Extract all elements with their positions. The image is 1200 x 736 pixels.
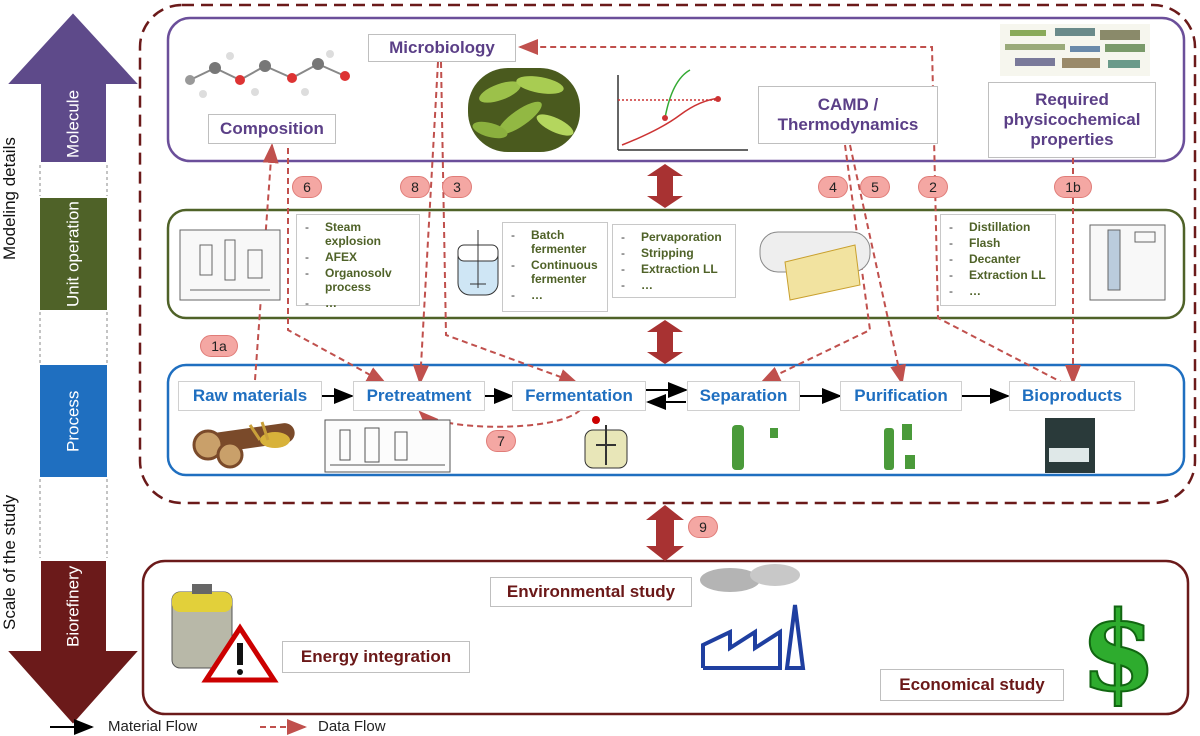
raw-materials-image bbox=[192, 421, 295, 469]
badge-1b: 1b bbox=[1054, 176, 1092, 198]
list-item: … bbox=[303, 296, 413, 310]
list-item: Extraction LL bbox=[947, 268, 1049, 282]
step-raw-materials: Raw materials bbox=[178, 381, 322, 411]
list-item: Batch fermenter bbox=[509, 228, 601, 256]
step-bioproducts: Bioproducts bbox=[1009, 381, 1135, 411]
svg-text:$: $ bbox=[1080, 587, 1157, 716]
word-cloud-image bbox=[1000, 24, 1150, 76]
badge-5: 5 bbox=[860, 176, 890, 198]
badge-4: 4 bbox=[818, 176, 848, 198]
distillation-schematic bbox=[1089, 224, 1166, 301]
legend-data-flow: Data Flow bbox=[318, 718, 386, 735]
scope-frame bbox=[138, 3, 1197, 505]
factory-image bbox=[700, 564, 806, 670]
axis-scale-of-study: Scale of the study bbox=[0, 494, 19, 630]
list-item: Flash bbox=[947, 236, 1049, 250]
badge-9: 9 bbox=[688, 516, 718, 538]
list-item: … bbox=[947, 284, 1049, 298]
axis-modeling-details: Modeling details bbox=[0, 137, 19, 260]
level-biorefinery: Biorefinery bbox=[63, 565, 83, 647]
list-item: Organosolv process bbox=[303, 266, 413, 294]
economical-study-label: Economical study bbox=[880, 669, 1064, 701]
list-item: … bbox=[509, 288, 601, 302]
list-item: Pervaporation bbox=[619, 230, 729, 244]
membrane-module bbox=[759, 231, 871, 301]
left-axis bbox=[3, 10, 143, 727]
level-molecule: Molecule bbox=[63, 89, 83, 159]
badge-6: 6 bbox=[292, 176, 322, 198]
phase-diagram bbox=[617, 69, 748, 151]
fermenter-drawing bbox=[457, 230, 499, 296]
bacteria-image bbox=[468, 68, 580, 152]
legend-material-flow: Material Flow bbox=[108, 718, 198, 735]
battery-warning-image bbox=[171, 584, 279, 683]
badge-7: 7 bbox=[486, 430, 516, 452]
pretreatment-process-image bbox=[324, 419, 451, 473]
step-separation: Separation bbox=[687, 381, 800, 411]
purification-methods-list: Distillation Flash Decanter Extraction L… bbox=[940, 214, 1056, 306]
fermentation-reactor-image bbox=[584, 416, 628, 469]
step-purification: Purification bbox=[840, 381, 962, 411]
pretreatment-methods-list: Steam explosion AFEX Organosolv process … bbox=[296, 214, 420, 310]
badge-2: 2 bbox=[918, 176, 948, 198]
bioproducts-image bbox=[1045, 418, 1095, 473]
step-pretreatment: Pretreatment bbox=[353, 381, 485, 411]
composition-label: Composition bbox=[208, 114, 336, 144]
badge-8: 8 bbox=[400, 176, 430, 198]
list-item: Stripping bbox=[619, 246, 729, 260]
camd-thermodynamics-label: CAMD / Thermodynamics bbox=[758, 86, 938, 144]
list-item: … bbox=[619, 278, 729, 292]
energy-integration-label: Energy integration bbox=[282, 641, 470, 673]
level-process: Process bbox=[63, 390, 83, 452]
separation-column-image bbox=[732, 425, 778, 470]
environmental-study-label: Environmental study bbox=[490, 577, 692, 607]
list-item: Steam explosion bbox=[303, 220, 413, 248]
badge-1a: 1a bbox=[200, 335, 238, 357]
purification-column-image bbox=[884, 424, 915, 470]
step-fermentation: Fermentation bbox=[512, 381, 646, 411]
list-item: Decanter bbox=[947, 252, 1049, 266]
list-item: AFEX bbox=[303, 250, 413, 264]
dollar-image: $ bbox=[1079, 586, 1158, 717]
list-item: Distillation bbox=[947, 220, 1049, 234]
badge-3: 3 bbox=[442, 176, 472, 198]
level-unit-operation: Unit operation bbox=[63, 201, 83, 307]
physicochemical-properties-label: Required physicochemical properties bbox=[988, 82, 1156, 158]
list-item: Extraction LL bbox=[619, 262, 729, 276]
microbiology-label: Microbiology bbox=[368, 34, 516, 62]
list-item: Continuous fermenter bbox=[509, 258, 601, 286]
fermentation-methods-list: Batch fermenter Continuous fermenter … bbox=[502, 222, 608, 312]
separation-methods-list: Pervaporation Stripping Extraction LL … bbox=[612, 224, 736, 298]
pretreatment-schematic bbox=[179, 229, 281, 301]
